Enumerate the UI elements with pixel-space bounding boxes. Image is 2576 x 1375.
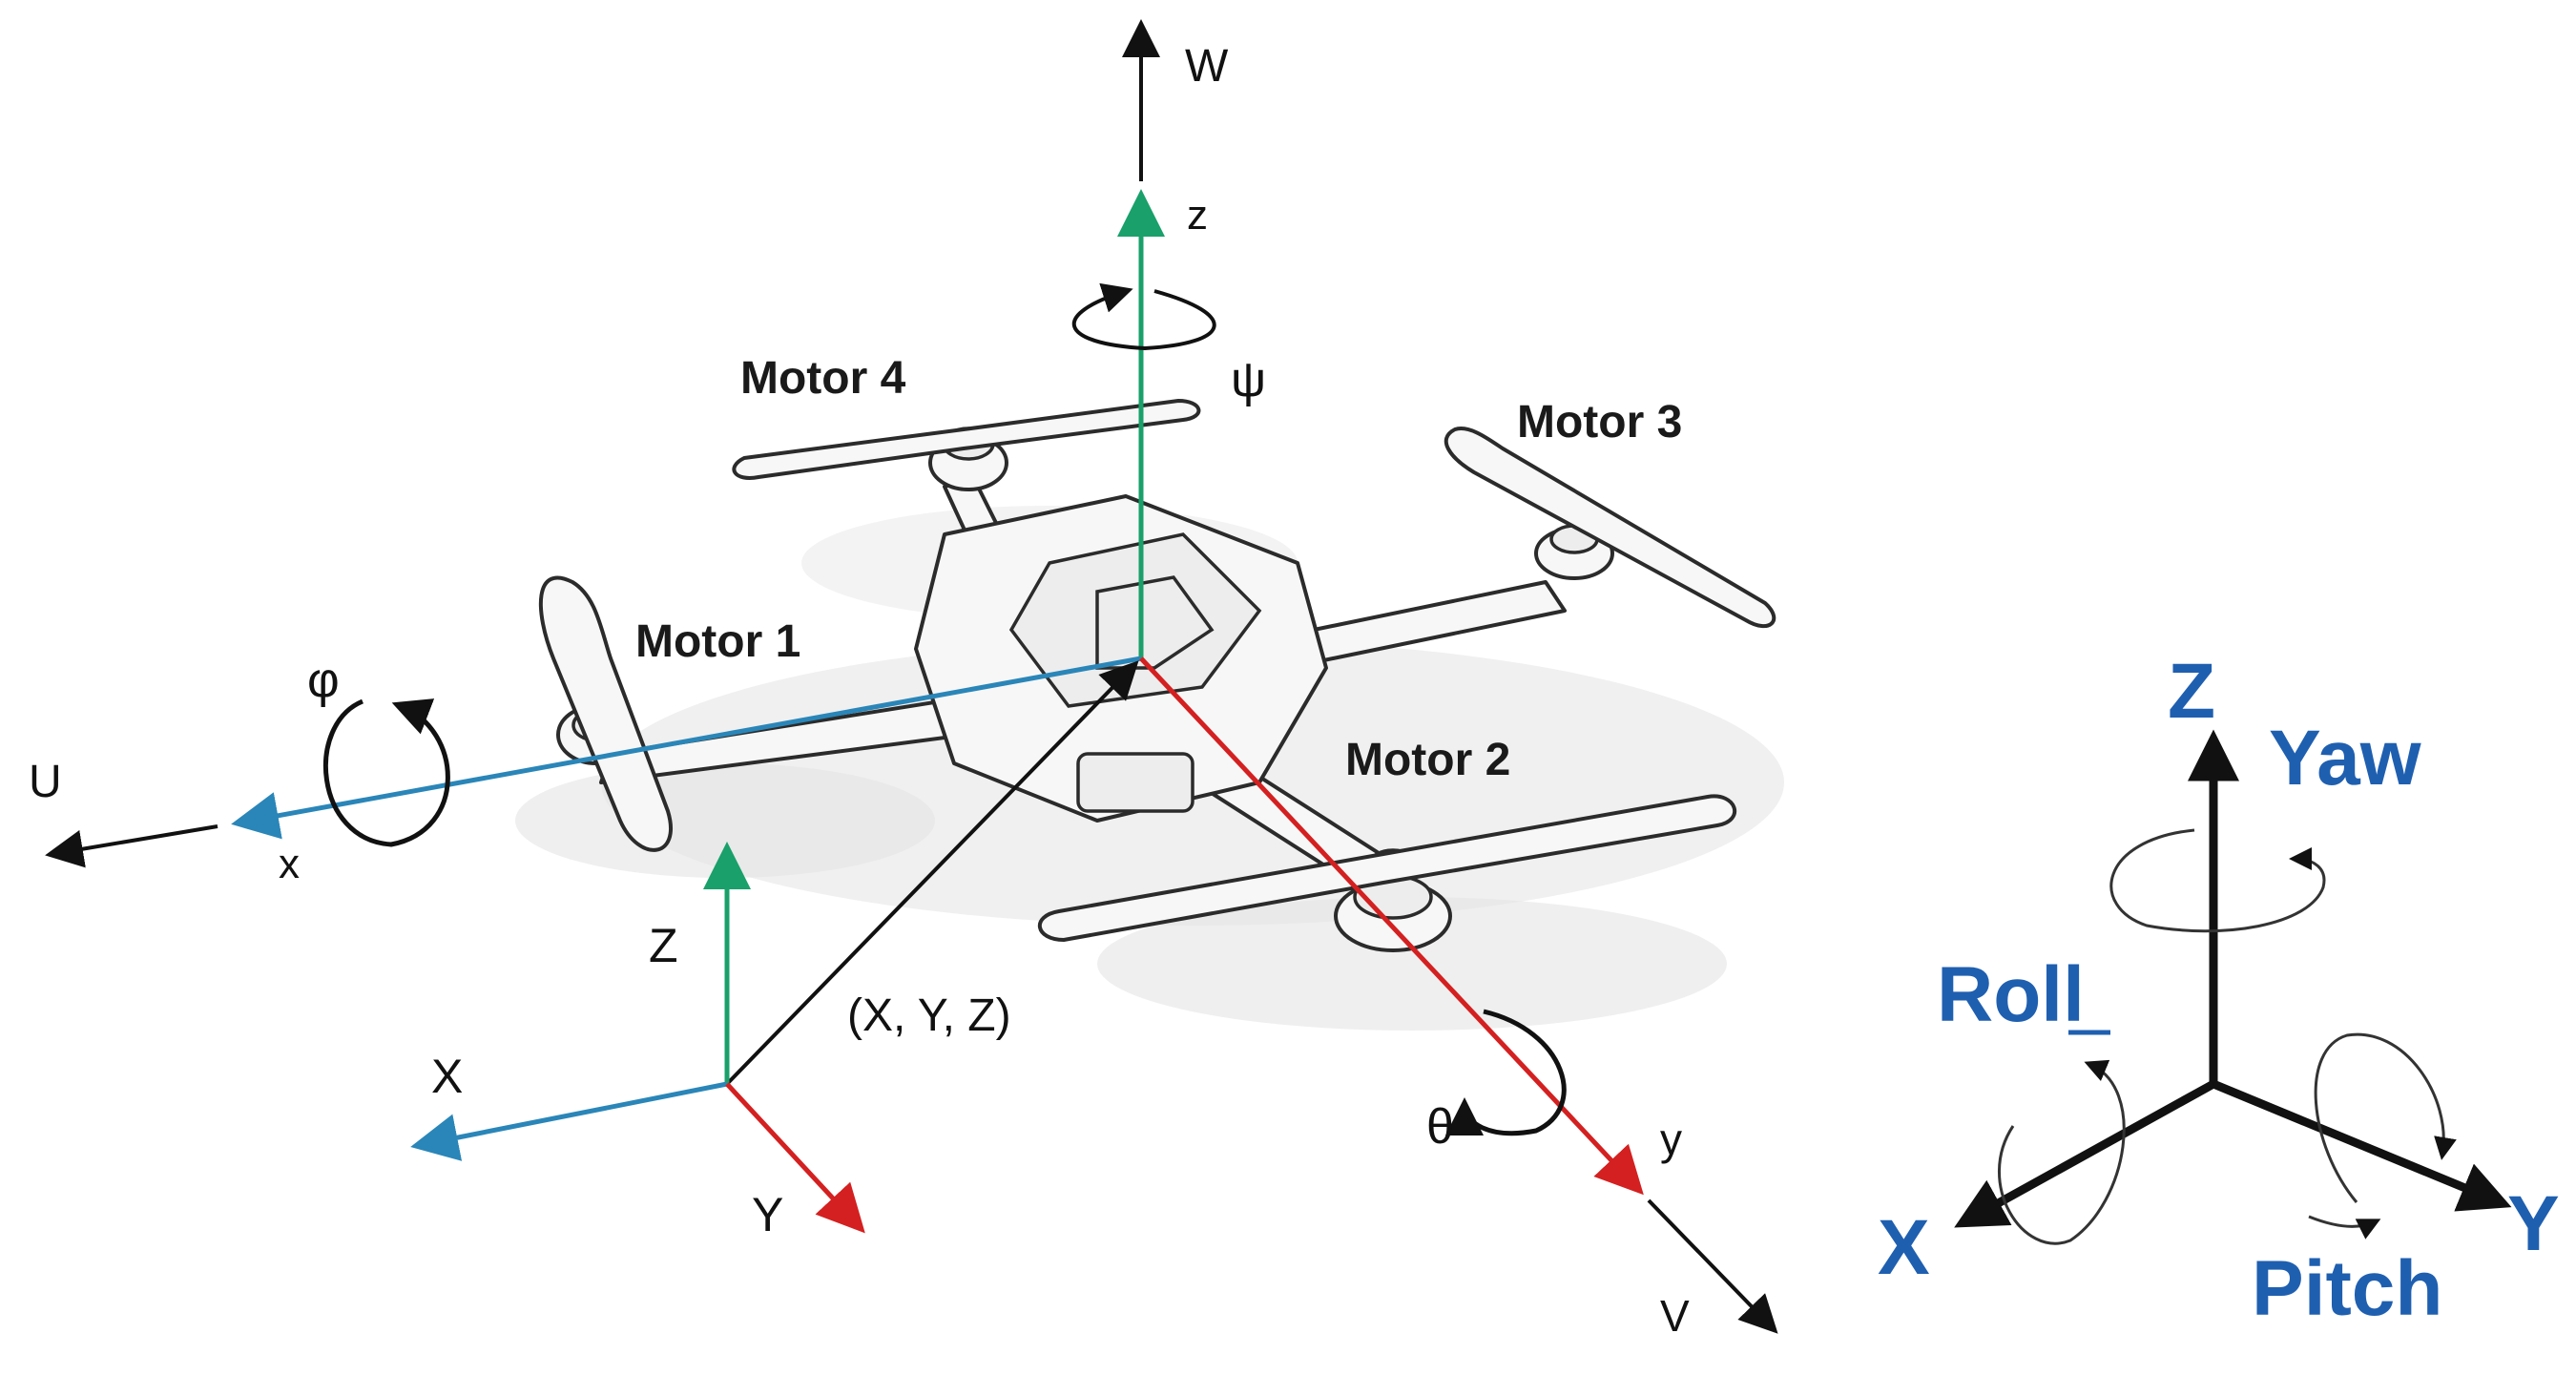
inertial-x-axis-arrow: [420, 1084, 727, 1145]
ref-z-label: Z: [2168, 648, 2215, 735]
pitch-rotation-arrow: [1465, 1011, 1564, 1134]
motor-2-label: Motor 2: [1345, 735, 1510, 785]
x-body-axis-label: x: [279, 841, 300, 887]
roll-label: Roll: [1937, 951, 2085, 1038]
z-body-axis-label: z: [1187, 192, 1208, 239]
quadrotor-drawing: [515, 401, 1784, 1031]
psi-label: ψ: [1231, 352, 1266, 407]
ref-y-label: Y: [2507, 1180, 2560, 1267]
motor-3-label: Motor 3: [1517, 397, 1682, 448]
u-axis-label: U: [29, 757, 62, 807]
yaw-rotation-arrow: [1074, 291, 1215, 348]
ref-roll-rotation-arrow: [1999, 1064, 2124, 1243]
phi-label: φ: [307, 653, 340, 708]
y-body-axis-label: y: [1660, 1115, 1682, 1164]
ref-y-axis-arrow: [2213, 1084, 2500, 1202]
roll-rotation-arrow: [325, 701, 447, 844]
w-axis-label: W: [1185, 41, 1229, 92]
v-axis-label: V: [1660, 1291, 1690, 1341]
inertial-y-axis-arrow: [727, 1084, 859, 1226]
inertial-y-label: Y: [752, 1188, 783, 1241]
ref-pitch-tail-arrow: [2309, 1217, 2376, 1226]
yaw-label: Yaw: [2269, 715, 2421, 802]
theta-label: θ: [1426, 1099, 1454, 1155]
motor-4-label: Motor 4: [740, 353, 906, 404]
ref-x-label: X: [1878, 1204, 1930, 1291]
ref-pitch-rotation-arrow: [2316, 1034, 2443, 1202]
position-label: (X, Y, Z): [847, 990, 1011, 1041]
u-axis-arrow: [52, 826, 218, 854]
pitch-label: Pitch: [2252, 1245, 2442, 1332]
inertial-x-label: X: [431, 1050, 463, 1103]
motor-1-label: Motor 1: [635, 616, 800, 667]
inertial-z-label: Z: [649, 919, 678, 972]
